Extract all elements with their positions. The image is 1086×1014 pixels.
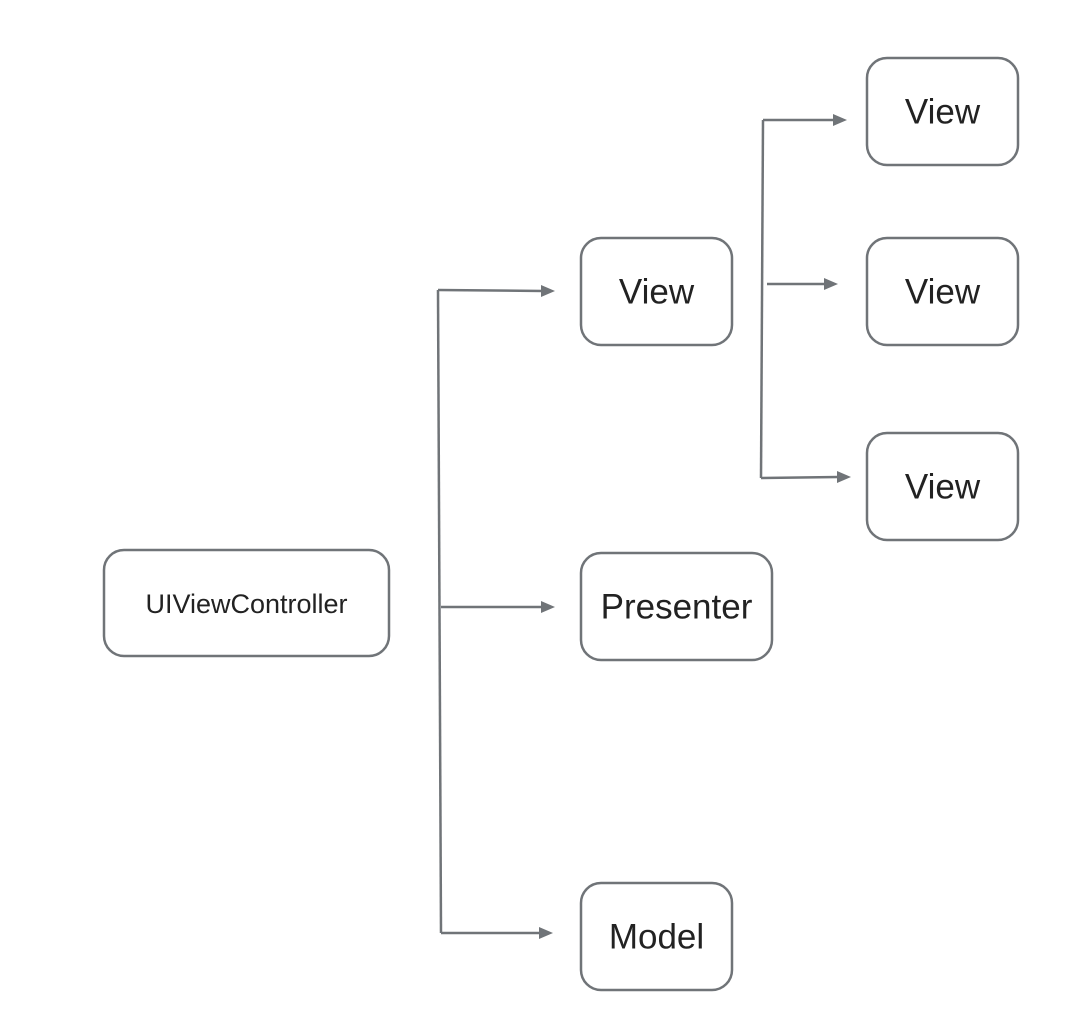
arrow-to-view xyxy=(541,285,555,297)
node-label-model: Model xyxy=(609,918,704,957)
root-connectors xyxy=(436,285,555,939)
trunk-line xyxy=(436,289,443,934)
node-label-view-child-2: View xyxy=(905,273,981,312)
node-label-presenter: Presenter xyxy=(601,588,753,627)
arrow-to-presenter xyxy=(541,601,555,613)
node-view-child-2: View xyxy=(865,236,1020,347)
node-label-view-child-1: View xyxy=(905,93,981,132)
arrow-to-model xyxy=(539,927,553,939)
node-view-child-1: View xyxy=(865,56,1020,167)
arrow-to-child-1 xyxy=(833,114,847,126)
node-presenter: Presenter xyxy=(579,551,774,662)
sub-trunk-line xyxy=(759,119,765,479)
node-label-view: View xyxy=(619,273,695,312)
node-model: Model xyxy=(579,881,734,992)
view-connectors xyxy=(759,114,851,483)
node-uiviewcontroller: UIViewController xyxy=(102,548,391,658)
arrow-to-child-3 xyxy=(837,471,851,483)
edge-root-to-view xyxy=(437,288,544,293)
arrow-to-child-2 xyxy=(824,278,838,290)
node-view: View xyxy=(579,236,734,347)
node-label-view-child-3: View xyxy=(905,468,981,507)
node-label-uiviewcontroller: UIViewController xyxy=(145,589,347,619)
edge-view-to-child-3 xyxy=(760,475,839,480)
node-view-child-3: View xyxy=(865,431,1020,542)
